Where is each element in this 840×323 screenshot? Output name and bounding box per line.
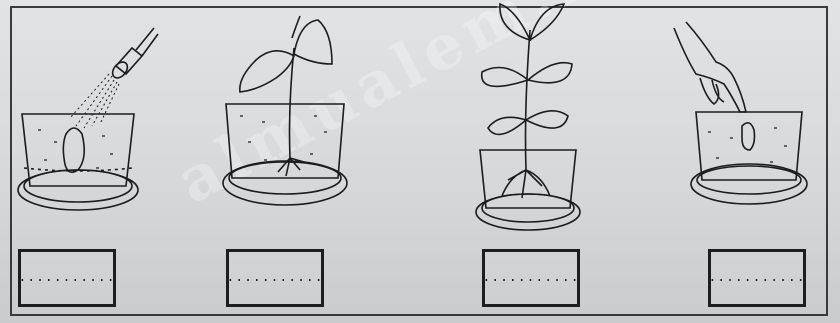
answer-box-2[interactable]: ........... — [226, 249, 324, 307]
answer-blank-4: ........... — [708, 270, 805, 285]
answer-box-1[interactable]: ........... — [18, 249, 116, 307]
stage-4-planting-illustration — [672, 18, 812, 228]
stage-3-grown-plant-illustration — [468, 0, 598, 240]
stage-2-seedling-illustration — [214, 8, 364, 223]
stage-1-watering-illustration — [14, 18, 164, 228]
answer-blank-1: ........... — [18, 270, 115, 285]
answer-blank-3: ........... — [482, 270, 579, 285]
answer-blank-2: ........... — [226, 270, 323, 285]
answer-box-4[interactable]: ........... — [708, 249, 806, 307]
answer-box-3[interactable]: ........... — [482, 249, 580, 307]
